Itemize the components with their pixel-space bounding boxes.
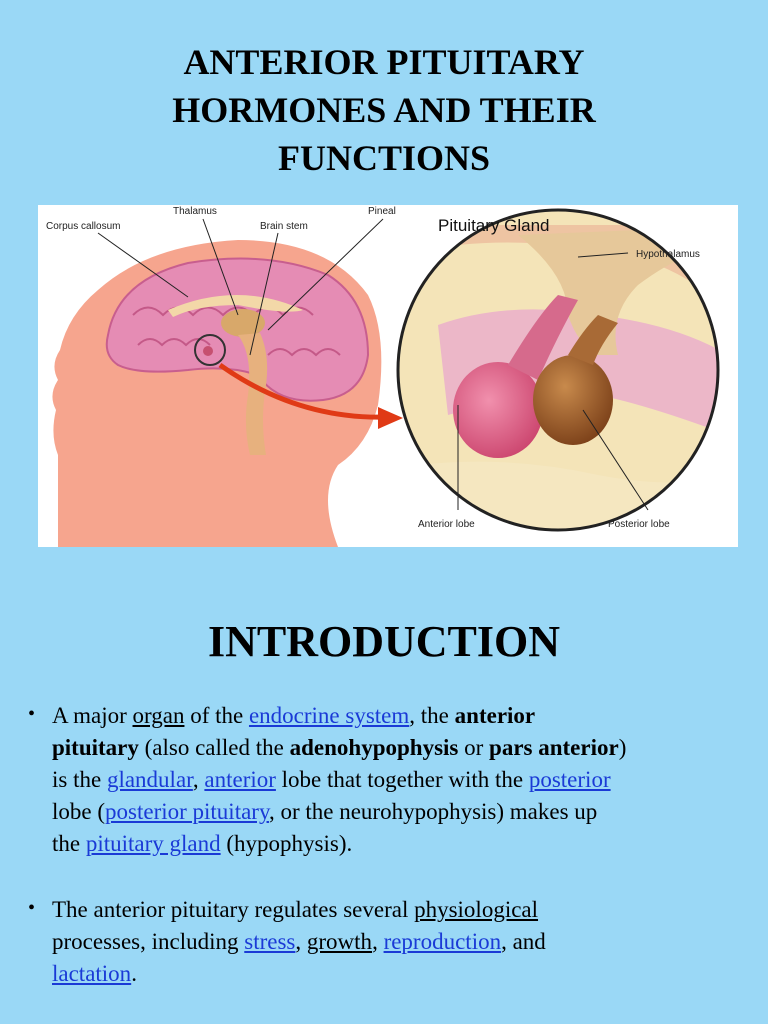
text-run: , and <box>501 929 546 954</box>
link-anterior[interactable]: anterior <box>204 767 276 792</box>
term-physiological: physiological <box>414 897 539 922</box>
term-adenohypophysis: adenohypophysis <box>289 735 459 760</box>
posterior-lobe <box>533 355 613 445</box>
text-line: lobe (posterior pituitary, or the neuroh… <box>52 796 728 828</box>
text-run: the <box>52 831 86 856</box>
term-pituitary-bold: pituitary <box>52 735 139 760</box>
leader-lines <box>97 218 649 511</box>
label-corpus-callosum: Corpus callosum <box>46 221 120 232</box>
text-line: The anterior pituitary regulates several… <box>52 894 728 926</box>
pituitary-illustration: Corpus callosum Thalamus Brain stem Pine… <box>38 205 738 547</box>
text-run: A major <box>52 703 133 728</box>
bullet-dot: • <box>28 703 36 725</box>
text-run: of the <box>184 703 249 728</box>
text-run: (also called the <box>138 735 290 760</box>
title-line-2: HORMONES AND THEIR <box>172 90 596 130</box>
label-hypothalamus: Hypothalamus <box>636 249 700 260</box>
text-run: , <box>372 929 384 954</box>
text-run: The anterior pituitary regulates several <box>52 897 415 922</box>
bullet-item-2: • The anterior pituitary regulates sever… <box>28 894 728 990</box>
link-stress[interactable]: stress <box>244 929 296 954</box>
pituitary-diagram: Corpus callosum Thalamus Brain stem Pine… <box>38 205 738 547</box>
link-reproduction[interactable]: reproduction <box>383 929 502 954</box>
bullet-dot: • <box>28 897 36 919</box>
text-run: ) <box>618 735 627 760</box>
title-line-3: FUNCTIONS <box>277 138 491 178</box>
text-run: processes, including <box>52 929 245 954</box>
page-title: ANTERIOR PITUITARY HORMONES AND THEIR FU… <box>0 38 768 182</box>
bullet-list: • A major organ of the endocrine system,… <box>28 700 728 990</box>
label-pineal: Pineal <box>368 206 396 217</box>
pituitary-small <box>203 346 213 356</box>
text-run: is the <box>52 767 107 792</box>
bullet-item-1: • A major organ of the endocrine system,… <box>28 700 728 860</box>
text-line: processes, including stress, growth, rep… <box>52 926 728 958</box>
pituitary-location-circle <box>194 334 226 366</box>
text-line: A major organ of the endocrine system, t… <box>52 700 728 732</box>
term-organ: organ <box>132 703 185 728</box>
text-run: , the <box>409 703 455 728</box>
term-anterior-bold: anterior <box>454 703 536 728</box>
brain-stem <box>238 333 268 455</box>
text-line: lactation. <box>52 958 728 990</box>
label-posterior-lobe: Posterior lobe <box>608 519 670 530</box>
zoom-circle-border <box>396 208 720 532</box>
link-pituitary-gland[interactable]: pituitary gland <box>85 831 221 856</box>
text-run: , <box>192 767 205 792</box>
text-run: or <box>458 735 490 760</box>
label-anterior-lobe: Anterior lobe <box>418 519 475 530</box>
text-run: , or the neurohypophysis) makes up <box>268 799 598 824</box>
text-run: . <box>131 961 137 986</box>
thalamus <box>221 309 265 337</box>
link-posterior-pituitary[interactable]: posterior pituitary <box>105 799 269 824</box>
term-pars-anterior: pars anterior <box>489 735 619 760</box>
text-run: lobe that together with the <box>275 767 529 792</box>
link-endocrine-system[interactable]: endocrine system <box>248 703 410 728</box>
link-posterior[interactable]: posterior <box>528 767 611 792</box>
link-lactation[interactable]: lactation <box>52 961 132 986</box>
title-line-1: ANTERIOR PITUITARY <box>183 42 585 82</box>
label-brain-stem: Brain stem <box>260 221 308 232</box>
label-thalamus: Thalamus <box>173 206 217 217</box>
text-run: , <box>295 929 307 954</box>
section-heading: INTRODUCTION <box>207 617 561 666</box>
text-line: the pituitary gland (hypophysis). <box>52 828 728 860</box>
term-growth: growth <box>306 929 373 954</box>
text-line: is the glandular, anterior lobe that tog… <box>52 764 728 796</box>
anterior-lobe <box>453 362 543 458</box>
text-line: pituitary (also called the adenohypophys… <box>52 732 728 764</box>
text-run: (hypophysis). <box>220 831 353 856</box>
zoom-arrowhead <box>378 407 403 429</box>
zoom-view <box>398 210 718 530</box>
zoom-arrow <box>218 362 389 420</box>
label-pituitary-gland: Pituitary Gland <box>438 216 550 235</box>
corpus-callosum <box>168 295 303 317</box>
link-glandular[interactable]: glandular <box>106 767 193 792</box>
text-run: lobe ( <box>52 799 106 824</box>
